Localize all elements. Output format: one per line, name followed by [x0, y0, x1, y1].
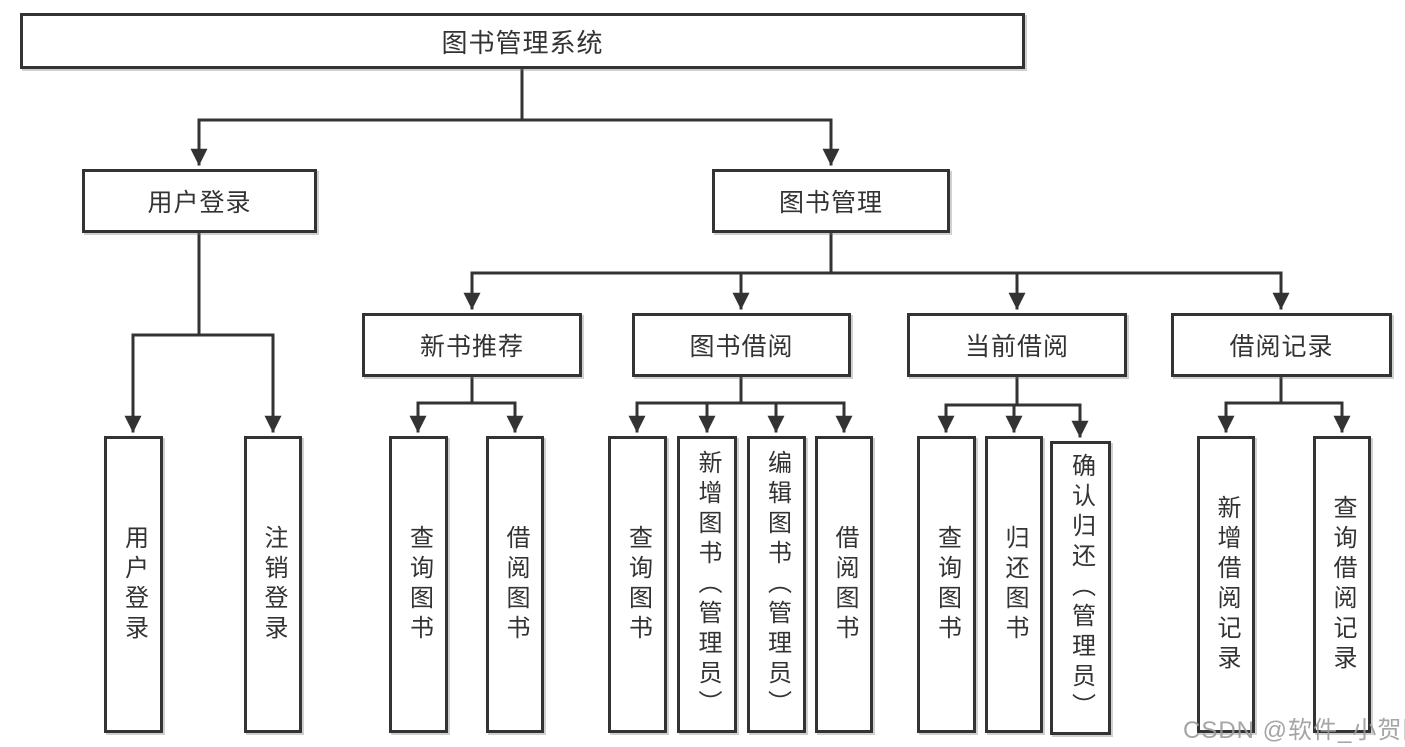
node-new-book-recommendation: 新书推荐	[362, 313, 582, 377]
leaf-borrowing-edit-books-admin: 编辑图书（管理员）	[747, 436, 806, 733]
leaf-logout-login: 注销登录	[244, 436, 302, 733]
node-book-management: 图书管理	[712, 169, 950, 233]
node-borrowing-records: 借阅记录	[1171, 313, 1392, 377]
leaf-newbook-query-books: 查询图书	[389, 436, 448, 733]
leaf-newbook-borrow-books: 借阅图书	[486, 436, 544, 733]
node-user-login: 用户登录	[82, 169, 317, 233]
node-current-borrowing: 当前借阅	[907, 313, 1127, 377]
leaf-records-query-borrow-record: 查询借阅记录	[1313, 436, 1371, 733]
leaf-current-return-books: 归还图书	[985, 436, 1043, 733]
csdn-watermark: CSDN @软件_小贺同学	[1183, 717, 1405, 744]
leaf-borrowing-borrow-books: 借阅图书	[815, 436, 873, 733]
leaf-borrowing-add-books-admin: 新增图书（管理员）	[677, 436, 737, 733]
node-library-management-system: 图书管理系统	[20, 13, 1025, 69]
leaf-borrowing-query-books: 查询图书	[608, 436, 667, 733]
node-book-borrowing: 图书借阅	[632, 313, 851, 377]
leaf-current-query-books: 查询图书	[917, 436, 976, 733]
leaf-current-confirm-return-admin: 确认归还（管理员）	[1050, 441, 1111, 735]
leaf-user-login: 用户登录	[104, 436, 163, 733]
leaf-records-add-borrow-record: 新增借阅记录	[1197, 436, 1255, 733]
